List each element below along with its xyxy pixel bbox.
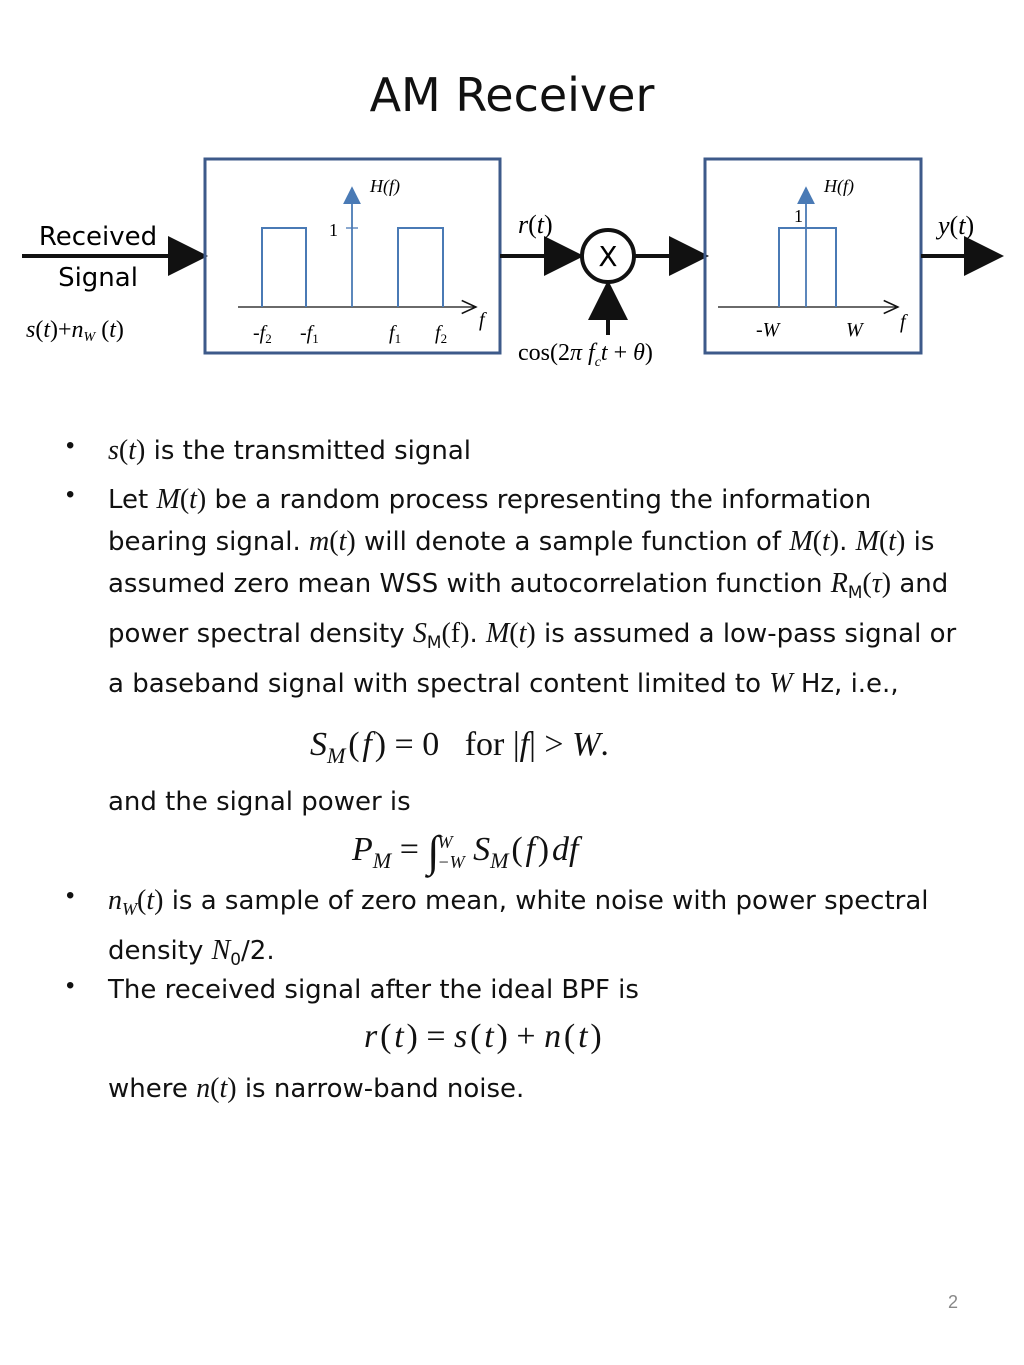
bandlimit-equation: SM ( f ) = 0 for |f| > W.: [310, 726, 609, 768]
where-note: where n(t) is narrow-band noise.: [108, 1073, 525, 1104]
page-number: 2: [947, 1292, 958, 1312]
lpf-tick-w: W: [846, 319, 865, 341]
bpf-tick-neg-f2: -f2: [253, 322, 272, 346]
am-receiver-diagram: Received Signal s(t)+nW (t) H(f) 1 f -f2…: [22, 157, 1004, 370]
bullet-4: The received signal after the ideal BPF …: [108, 975, 639, 1005]
bpf-gain-label: 1: [329, 220, 338, 240]
bpf-f-label: f: [479, 309, 487, 331]
output-label: y(t): [935, 211, 974, 240]
bullet-2: Let M(t) be a random process representin…: [108, 484, 957, 700]
lpf-axis-label: H(f): [823, 176, 854, 197]
bpf-tick-f2: f2: [435, 322, 447, 346]
input-label-line1: Received: [39, 222, 157, 252]
bullet-marker-2: •: [66, 481, 75, 508]
bullet-marker-1: •: [66, 432, 75, 459]
input-label-line2: Signal: [58, 263, 138, 293]
received-equation: r ( t ) = s ( t ) + n ( t ): [364, 1018, 602, 1055]
bullet-marker-3: •: [66, 882, 75, 909]
lpf-tick-neg-w: -W: [756, 319, 782, 341]
power-equation: PM = ∫W−W SM ( f ) df: [352, 827, 579, 876]
mixer-symbol: X: [598, 240, 617, 273]
power-intro: and the signal power is: [108, 787, 411, 817]
slide-title: AM Receiver: [369, 68, 655, 122]
bullet-3: nW(t) is a sample of zero mean, white no…: [108, 885, 929, 970]
input-expression: s(t)+nW (t): [26, 317, 124, 345]
bpf-passband-negative: [261, 227, 307, 307]
bullet-marker-4: •: [66, 972, 75, 999]
lpf-passband: [778, 227, 837, 307]
carrier-label: cos(2π fct + θ): [518, 340, 653, 370]
bpf-output-label: r(t): [518, 210, 553, 239]
lpf-f-label: f: [900, 311, 908, 333]
lpf-gain-label: 1: [794, 206, 803, 226]
bullet-1: s(t) is the transmitted signal: [108, 435, 472, 466]
bpf-passband-positive: [397, 227, 444, 307]
bpf-axis-label: H(f): [369, 176, 400, 197]
bpf-tick-f1: f1: [389, 322, 401, 346]
bpf-tick-neg-f1: -f1: [300, 322, 319, 346]
lpf-block: [703, 157, 923, 355]
